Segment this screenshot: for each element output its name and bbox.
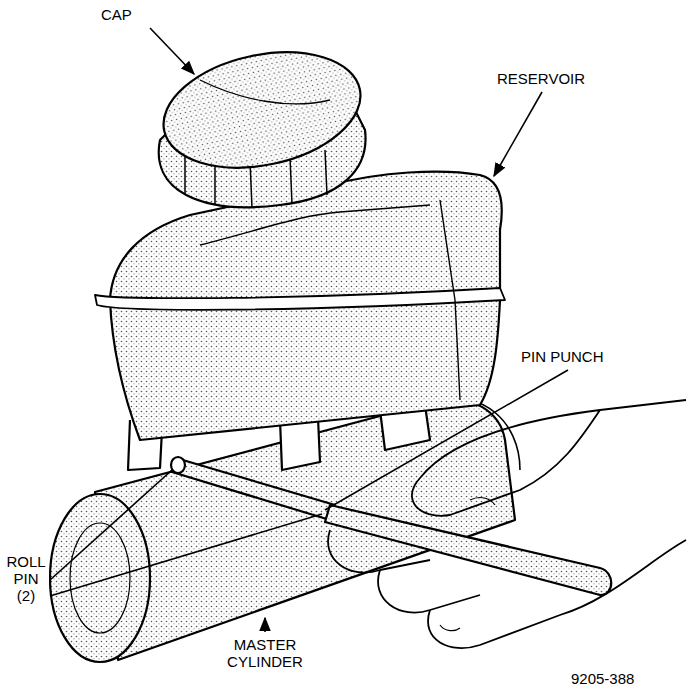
- cap-top: [153, 35, 371, 184]
- roll-pin: [171, 457, 185, 473]
- leader-line: [50, 514, 322, 596]
- cylinder-end: [50, 494, 150, 662]
- pin-punch-handle: [325, 505, 611, 595]
- leader-line: [325, 370, 568, 510]
- part-label: ROLL PIN (2): [3, 553, 49, 604]
- part-label: PIN PUNCH: [520, 348, 650, 365]
- leader-line: [150, 28, 194, 74]
- part-label: RESERVOIR: [496, 70, 616, 87]
- part-label: MASTER CYLINDER: [200, 636, 330, 670]
- leader-line: [494, 92, 542, 176]
- part-label: CAP: [100, 6, 160, 23]
- leader-line: [50, 470, 172, 580]
- figure-number: 9205-388: [570, 670, 680, 687]
- leader-line: [264, 618, 266, 632]
- hand: [328, 400, 686, 648]
- pin-punch-rod: [172, 458, 335, 520]
